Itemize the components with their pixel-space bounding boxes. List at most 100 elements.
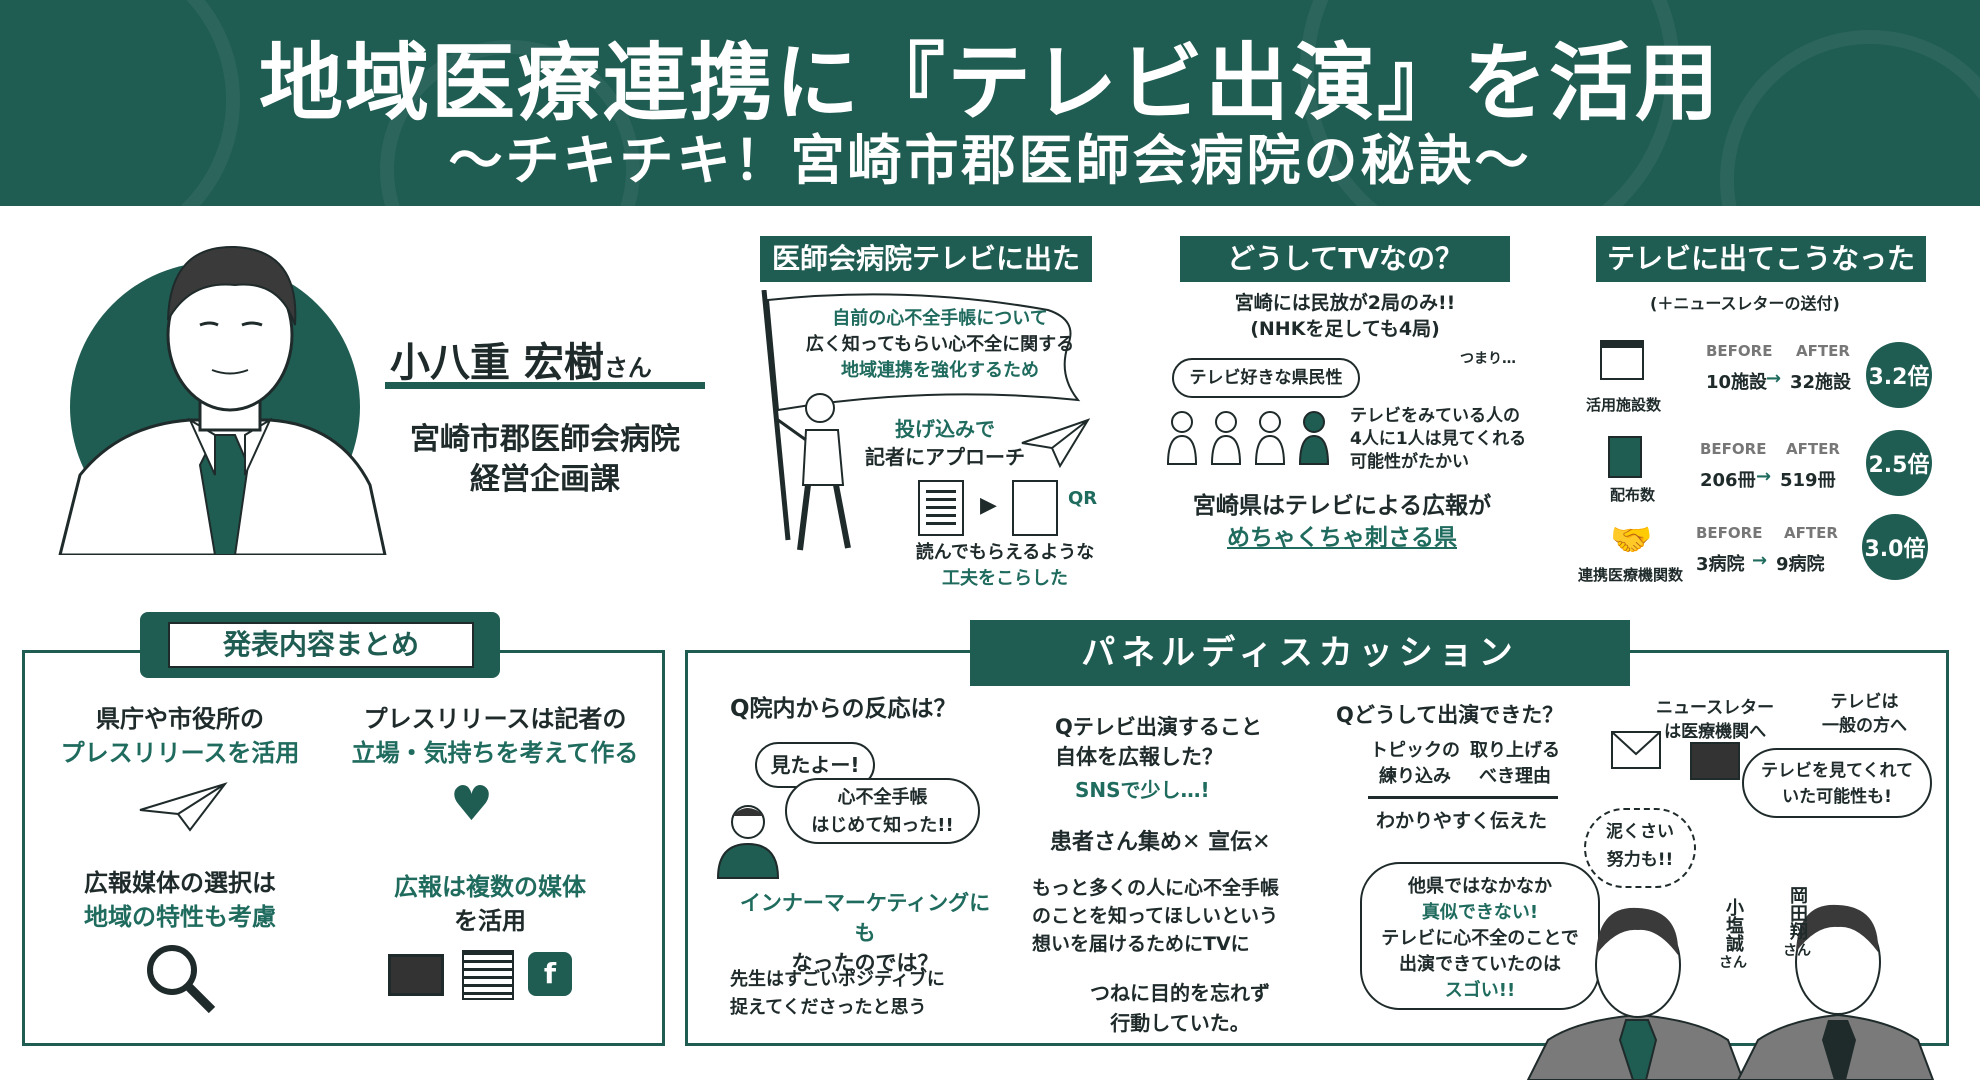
facility-icon — [1600, 340, 1644, 380]
people-icons — [1166, 411, 1330, 465]
panelist-honorific: さん — [1719, 955, 1747, 971]
summary-item-line: を活用 — [454, 907, 526, 935]
panelist-name-text: 小塩誠 — [1723, 898, 1744, 952]
after-label: AFTER — [1796, 342, 1850, 360]
header-banner — [0, 0, 1980, 206]
not-for-promotion: 患者さん集め✕ 宣伝✕ — [1050, 830, 1271, 855]
panelist-name-text: 岡田翔 — [1787, 886, 1808, 940]
panelist-honorific: さん — [1783, 943, 1811, 959]
flag-text: 自前の心不全手帳について 広く知ってもらい心不全に関する 地域連携を強化するため — [790, 306, 1090, 384]
other-pref-highlight: スゴい!! — [1444, 980, 1516, 1001]
newspaper-icon — [462, 950, 514, 1000]
pitch-text-line: 記者にアプローチ — [865, 445, 1025, 469]
metric-label: 活用施設数 — [1586, 396, 1662, 414]
other-pref-line: テレビに心不全のことで — [1381, 928, 1579, 949]
summary-item-press-release: 県庁や市役所の プレスリリースを活用 — [50, 702, 310, 770]
summary-item-line: 県庁や市役所の — [96, 705, 264, 733]
multiplier-badge: 3.0倍 — [1862, 514, 1928, 580]
paper-plane-icon — [1021, 418, 1090, 468]
summary-item-highlight: 立場・気持ちを考えて作る — [351, 739, 639, 767]
convey-note: わかりやすく伝えた — [1376, 810, 1548, 832]
viewer-ratio-line: 4人に1人は見てくれる — [1350, 429, 1527, 449]
other-pref-bubble: 他県ではなかなか 真似できない! テレビに心不全のことで 出演できていたのは ス… — [1360, 862, 1600, 1010]
bracket-line — [1368, 796, 1558, 799]
topic-note: トピックの 練り込み — [1370, 738, 1460, 790]
mission-note: もっと多くの人に心不全手帳 のことを知ってほしいという 想いを届けるためにTVに — [1032, 874, 1279, 958]
positive-note: 先生はすごいポジティブに 捉えてくださったと思う — [730, 966, 1020, 1022]
flag-text-line: 自前の心不全手帳について — [832, 308, 1048, 329]
qr-label: QR — [1068, 488, 1098, 509]
question-3: Qどうして出演できた？ — [1336, 703, 1564, 727]
tv-lover-bubble: テレビ好きな県民性 — [1172, 358, 1360, 398]
inner-marketing-line: なったのでは？ — [791, 951, 939, 975]
metric-before: 3病院 — [1696, 554, 1745, 575]
metric-before: 10施設 — [1706, 372, 1768, 393]
mission-note-line: もっと多くの人に心不全手帳 — [1032, 877, 1280, 899]
mission-note-line: のことを知ってほしいという — [1032, 905, 1279, 927]
other-pref-line: 他県ではなかなか — [1408, 876, 1552, 897]
magnifier-icon — [147, 945, 216, 1014]
reaction-bubble-line: はじめて知った!! — [811, 815, 954, 836]
speaker-name: 小八重 宏樹さん — [390, 330, 652, 388]
summary-item-highlight: 地域の特性も考慮 — [84, 903, 276, 931]
flag-figure-illustration — [761, 290, 1081, 551]
flag-text-line: 地域連携を強化するため — [841, 360, 1039, 381]
viewer-ratio-note: テレビをみている人の 4人に1人は見てくれる 可能性がたかい — [1350, 405, 1526, 474]
tv-icon — [1690, 742, 1740, 780]
tv-icon — [388, 954, 444, 996]
positive-note-line: 捉えてくださったと思う — [730, 997, 927, 1018]
arrow-icon: → — [1766, 368, 1782, 389]
question-2: Qテレビ出演すること 自体を広報した？ — [1055, 712, 1262, 772]
other-pref-highlight: 真似できない! — [1421, 902, 1539, 923]
effort-bubble: 泥くさい 努力も!! — [1584, 808, 1696, 888]
speaker-name-text: 小八重 宏樹 — [390, 340, 604, 386]
tv-conclusion: 宮崎県はテレビによる広報が めちゃくちゃ刺さる県 — [1182, 490, 1502, 554]
booklet-icon — [1608, 436, 1642, 478]
summary-item-reporter: プレスリリースは記者の 立場・気持ちを考えて作る — [350, 702, 640, 770]
topic-note-line: トピックの — [1370, 740, 1460, 761]
broadcast-note: 宮崎には民放が2局のみ!! (NHKを足しても4局) — [1190, 290, 1500, 342]
tv-viewer-bubble: テレビを見てくれて いた可能性も! — [1742, 748, 1932, 818]
facebook-icon: f — [528, 952, 572, 996]
reaction-bubble-line: 心不全手帳 — [837, 787, 928, 808]
tsumari-note: つまり… — [1460, 351, 1516, 367]
metric-label: 連携医療機関数 — [1578, 566, 1684, 584]
after-label: AFTER — [1786, 440, 1840, 458]
qr-document-icon — [1012, 480, 1058, 536]
metric-after: 9病院 — [1776, 554, 1825, 575]
question-2-line: Qテレビ出演すること — [1055, 715, 1262, 739]
staff-person-icon — [716, 805, 780, 879]
metric-after: 32施設 — [1790, 372, 1852, 393]
metric-after: 519冊 — [1780, 470, 1836, 491]
always-purpose-note: つねに目的を忘れず 行動していた。 — [1060, 978, 1300, 1038]
pitch-text: 投げ込みで 記者にアプローチ — [850, 415, 1040, 471]
speaker-affiliation: 宮崎市郡医師会病院 経営企画課 — [380, 420, 710, 500]
paper-plane-icon — [139, 782, 228, 832]
summary-item-line: プレスリリースは記者の — [363, 705, 627, 733]
metric-before: 206冊 — [1700, 470, 1756, 491]
before-label: BEFORE — [1696, 524, 1763, 542]
section-label-results: テレビに出てこうなった — [1596, 236, 1926, 282]
tv-viewer-line: テレビを見てくれて — [1761, 761, 1913, 781]
flag-text-line: 広く知ってもらい心不全に関する — [805, 334, 1075, 355]
multiplier-badge: 3.2倍 — [1866, 342, 1932, 408]
tv-conclusion-line: 宮崎県はテレビによる広報が — [1192, 493, 1492, 519]
reaction-bubble: 心不全手帳 はじめて知った!! — [785, 778, 980, 844]
read-text: 読んでもらえるような 工夫をこらした — [885, 540, 1125, 592]
newsletter-target-line: は医療機関へ — [1664, 722, 1767, 742]
speaker-org-line: 宮崎市郡医師会病院 — [410, 422, 680, 457]
page-title: 地域医療連携に『テレビ出演』を活用 — [258, 34, 1721, 132]
arrow-icon: → — [1752, 550, 1768, 571]
other-pref-line: 出演できていたのは — [1399, 954, 1561, 975]
document-icon — [918, 480, 964, 536]
newsletter-target: ニュースレター は医療機関へ — [1656, 696, 1774, 744]
summary-label: 発表内容まとめ — [168, 622, 474, 668]
speaker-honorific: さん — [603, 354, 652, 382]
speaker-dept-line: 経営企画課 — [470, 462, 620, 497]
tv-target-line: 一般の方へ — [1822, 716, 1907, 736]
before-label: BEFORE — [1700, 440, 1767, 458]
document-lines — [926, 490, 956, 526]
mission-note-line: 想いを届けるためにTVに — [1032, 933, 1250, 955]
section-label-why-tv: どうしてTVなの？ — [1180, 236, 1510, 282]
pitch-text-line: 投げ込みで — [895, 417, 995, 441]
